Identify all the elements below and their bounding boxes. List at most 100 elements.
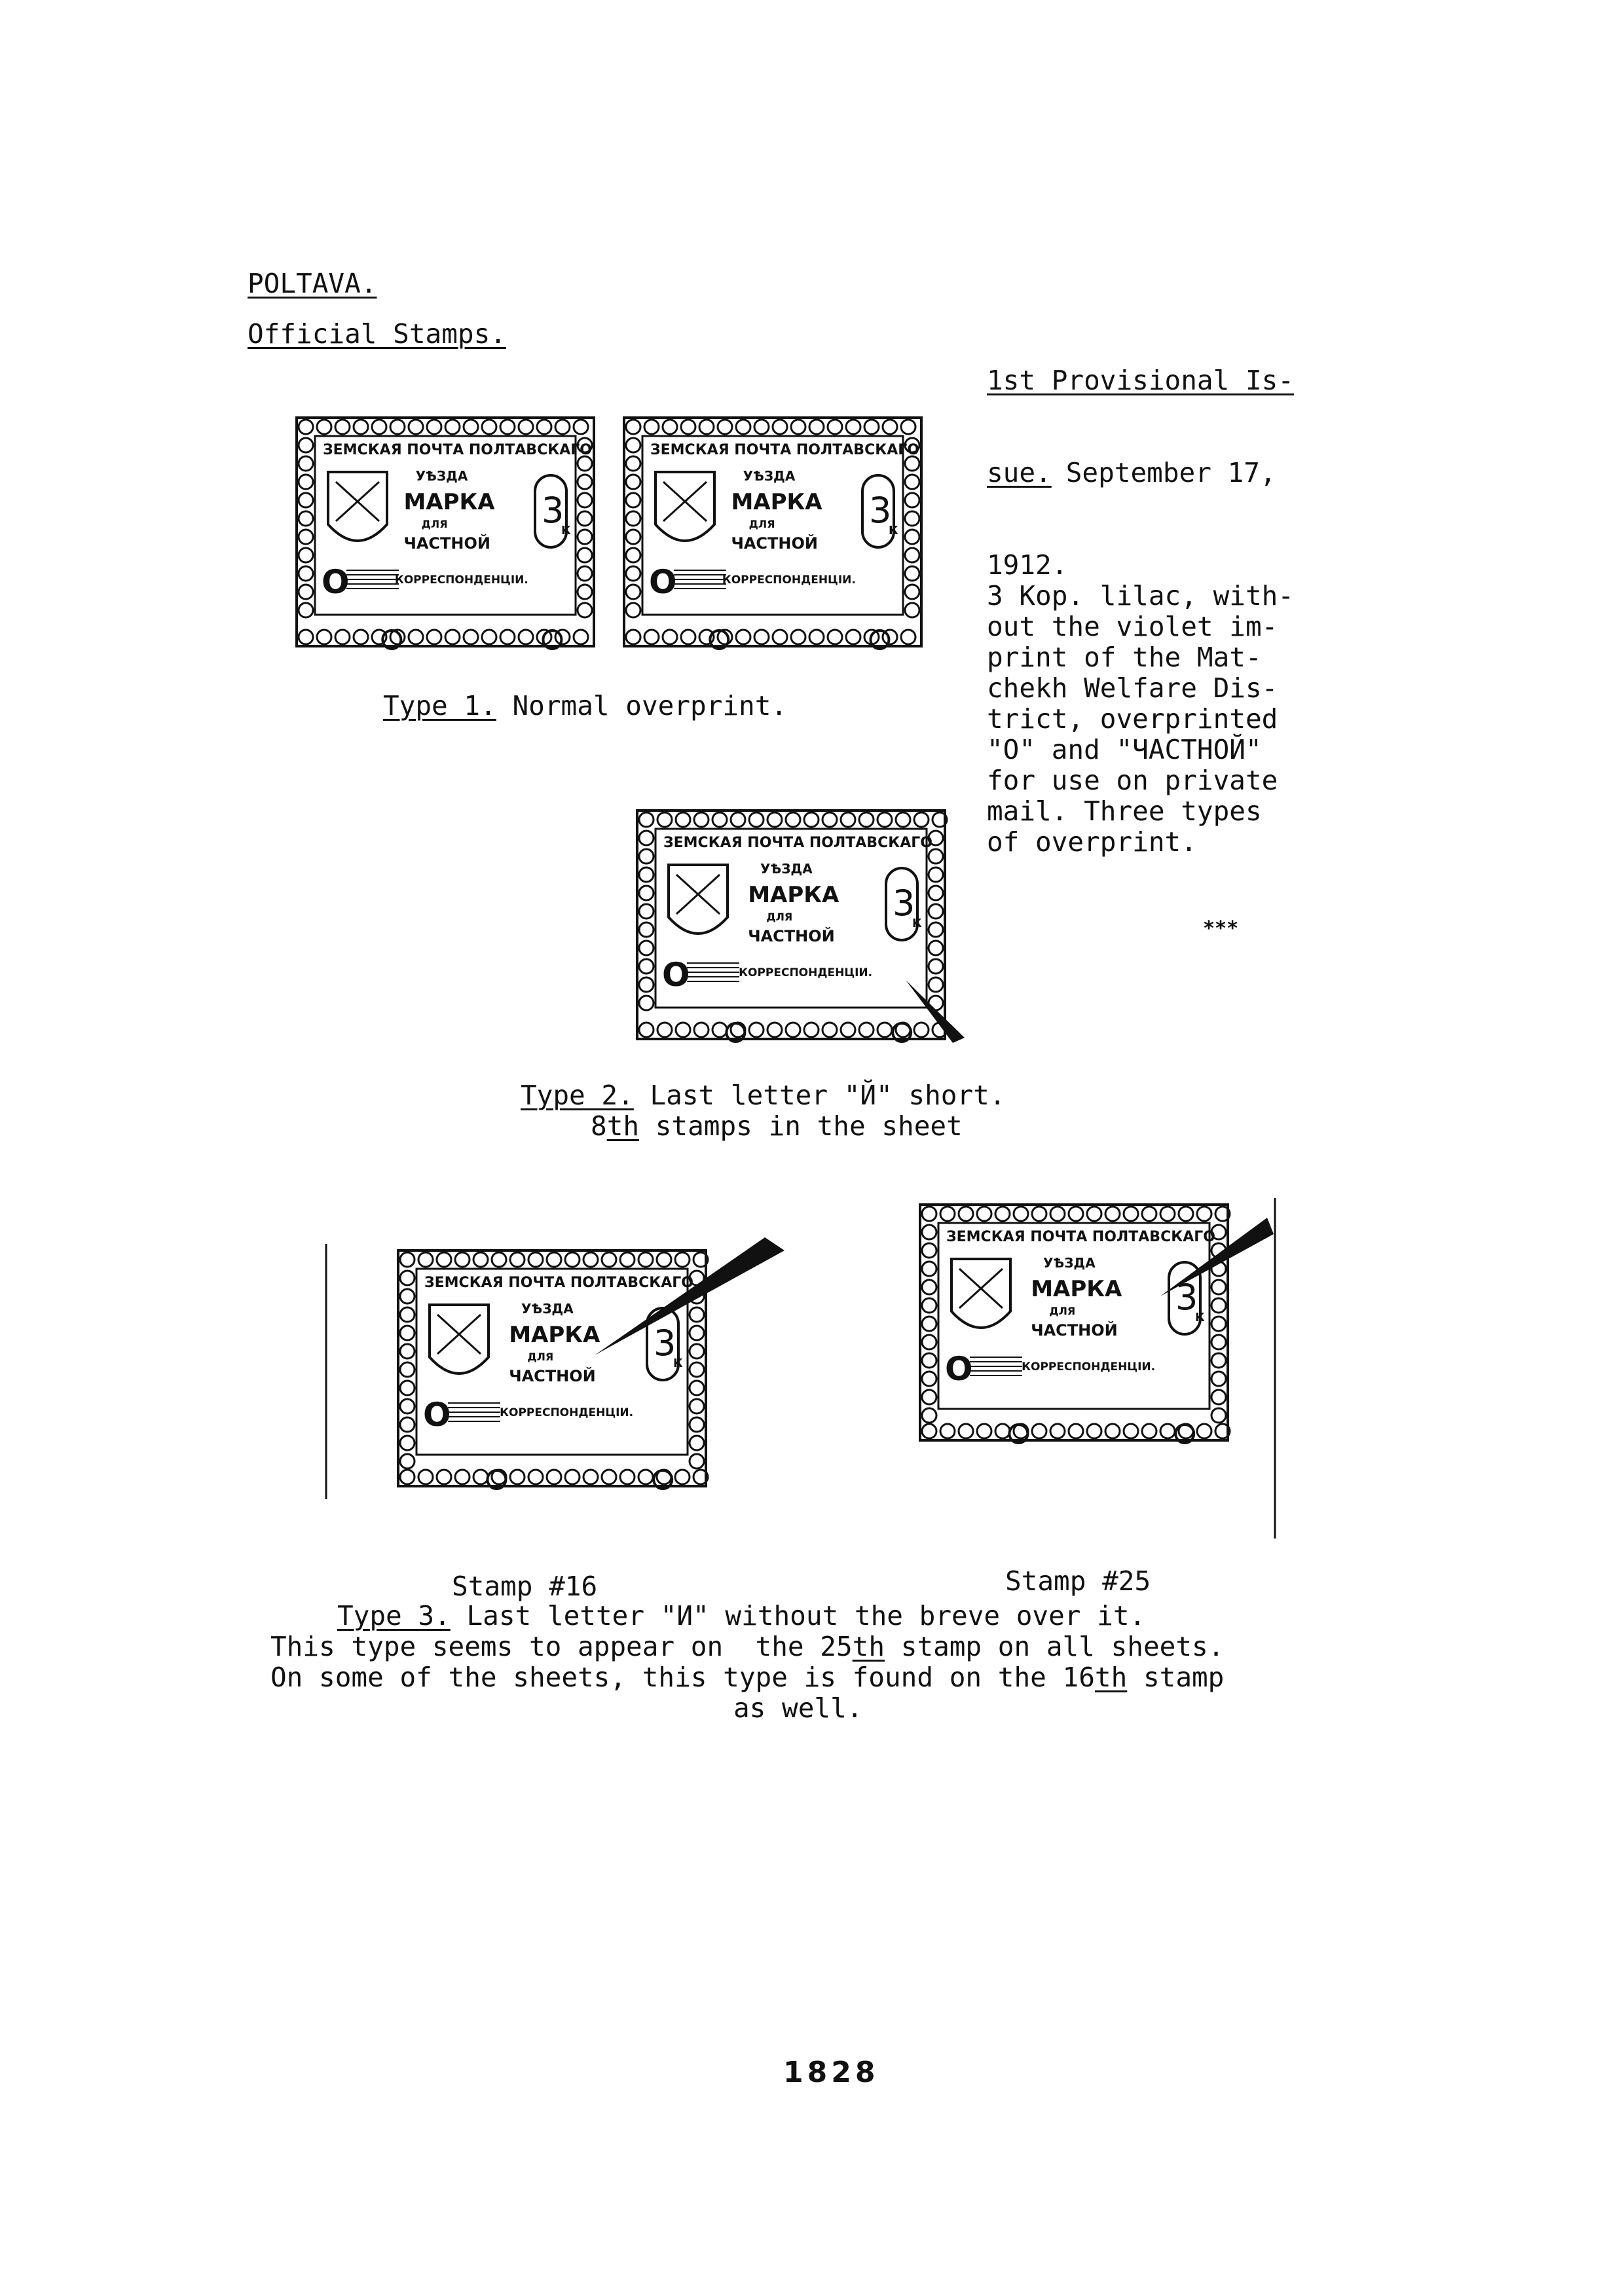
type3-p1-c: stamp on all sheets. [885, 1631, 1225, 1662]
stamp-overprint-o: О [649, 563, 677, 601]
border-ornament [688, 1379, 705, 1396]
border-ornament [688, 1306, 705, 1323]
border-ornament [297, 602, 314, 619]
border-ornament [921, 1315, 938, 1332]
border-ornament [625, 510, 642, 527]
border-ornament [1214, 1423, 1231, 1440]
border-ornament [680, 418, 697, 435]
border-ornament [753, 418, 770, 435]
border-ornament [407, 629, 424, 646]
border-ornament [625, 418, 642, 435]
border-ornament [554, 418, 571, 435]
page-number: 1828 [783, 2056, 879, 2089]
border-ornament [407, 418, 424, 435]
type3-para-2: On some of the sheets, this type is foun… [270, 1662, 1224, 1693]
rosette-ornament [486, 1469, 507, 1490]
border-ornament [904, 583, 921, 600]
border-ornament [1049, 1205, 1066, 1222]
rosette-ornament [891, 1022, 913, 1043]
border-ornament [1210, 1224, 1227, 1241]
border-ornament [352, 629, 369, 646]
border-ornament [748, 1021, 765, 1038]
border-ornament [900, 418, 917, 435]
border-ornament [904, 602, 921, 619]
border-ornament [957, 1423, 974, 1440]
type3-p2-ordinal: th [1094, 1662, 1128, 1693]
border-ornament [454, 1251, 471, 1268]
crossed-flags-icon [335, 481, 380, 522]
stamp-inscription-korr: КОРРЕСПОНДЕНЦІИ. [739, 966, 872, 979]
border-ornament [297, 528, 314, 545]
border-ornament [316, 418, 333, 435]
border-ornament [625, 565, 642, 582]
border-ornament [637, 1251, 654, 1268]
border-ornament [790, 629, 807, 646]
stamp-inscription-korr: КОРРЕСПОНДЕНЦІИ. [722, 574, 856, 587]
value-oval [534, 474, 568, 549]
border-ornament [858, 811, 875, 828]
border-ornament [692, 1468, 709, 1485]
stamp-overprint-o: О [423, 1396, 451, 1434]
pointer-arrow-icon [906, 980, 965, 1043]
border-ornament [904, 492, 921, 509]
border-ornament [638, 958, 655, 975]
border-ornament [808, 418, 825, 435]
border-ornament [499, 629, 516, 646]
border-ornament [921, 1279, 938, 1296]
border-ornament [576, 565, 593, 582]
type3-p2-a: On some of the sheets, this type is foun… [270, 1662, 1095, 1693]
border-ornament [904, 528, 921, 545]
border-ornament [435, 1251, 452, 1268]
issue-note-line: mail. Three types [987, 795, 1262, 827]
border-ornament [576, 528, 593, 545]
border-ornament [735, 418, 752, 435]
border-ornament [576, 455, 593, 472]
border-ornament [426, 629, 443, 646]
issue-note-line: trict, overprinted [987, 703, 1278, 735]
border-ornament [625, 528, 642, 545]
type2-caption: Type 2. Last letter "Й" short. [521, 1080, 1006, 1111]
stamp-inscription-top: ЗЕМСКАЯ ПОЧТА ПОЛТАВСКАГО [424, 1275, 693, 1291]
border-ornament [297, 418, 314, 435]
stamp-body: ЗЕМСКАЯ ПОЧТА ПОЛТАВСКАГОУѢЗДАМАРКАДЛЯЧА… [919, 1203, 1231, 1444]
crossed-flags-icon [436, 1313, 482, 1355]
border-ornament [771, 629, 788, 646]
stamp-inner-panel [654, 828, 928, 1009]
ornament: *** [1203, 917, 1239, 940]
border-ornament [297, 437, 314, 454]
border-ornament [399, 1398, 416, 1415]
border-ornament [638, 939, 655, 957]
stamp-body: ЗЕМСКАЯ ПОЧТА ПОЛТАВСКАГОУѢЗДАМАРКАДЛЯЧА… [623, 416, 923, 650]
border-ornament [536, 418, 553, 435]
border-ornament [927, 866, 944, 883]
border-ornament [517, 629, 534, 646]
border-ornament [371, 418, 388, 435]
issue-note-line: 3 Kop. lilac, with- [987, 580, 1294, 611]
border-ornament [517, 418, 534, 435]
type2-rest: stamps in the sheet [639, 1110, 963, 1142]
border-ornament [1196, 1205, 1213, 1222]
stamp-inscription-dlya: ДЛЯ [527, 1351, 553, 1363]
page-title: POLTAVA. [248, 268, 377, 299]
stamp-inscription-dlya: ДЛЯ [766, 911, 792, 923]
crossed-flags-icon [675, 873, 721, 915]
border-ornament [808, 629, 825, 646]
border-ornament [576, 437, 593, 454]
type2-num: 8 [591, 1110, 607, 1142]
border-ornament [481, 418, 498, 435]
border-ornament [297, 547, 314, 564]
border-ornament [334, 418, 351, 435]
issue-date: September 17, [1065, 457, 1276, 488]
border-ornament [625, 602, 642, 619]
border-ornament [688, 1343, 705, 1360]
border-ornament [927, 903, 944, 920]
border-ornament [1141, 1423, 1158, 1440]
border-ornament [1210, 1279, 1227, 1296]
stamp-overprint-chastnoy: ЧАСТНОЙ [748, 926, 835, 945]
issue-note-line: 1912. [987, 549, 1068, 581]
border-ornament [680, 629, 697, 646]
border-ornament [1159, 1423, 1176, 1440]
border-ornament [582, 1468, 599, 1485]
